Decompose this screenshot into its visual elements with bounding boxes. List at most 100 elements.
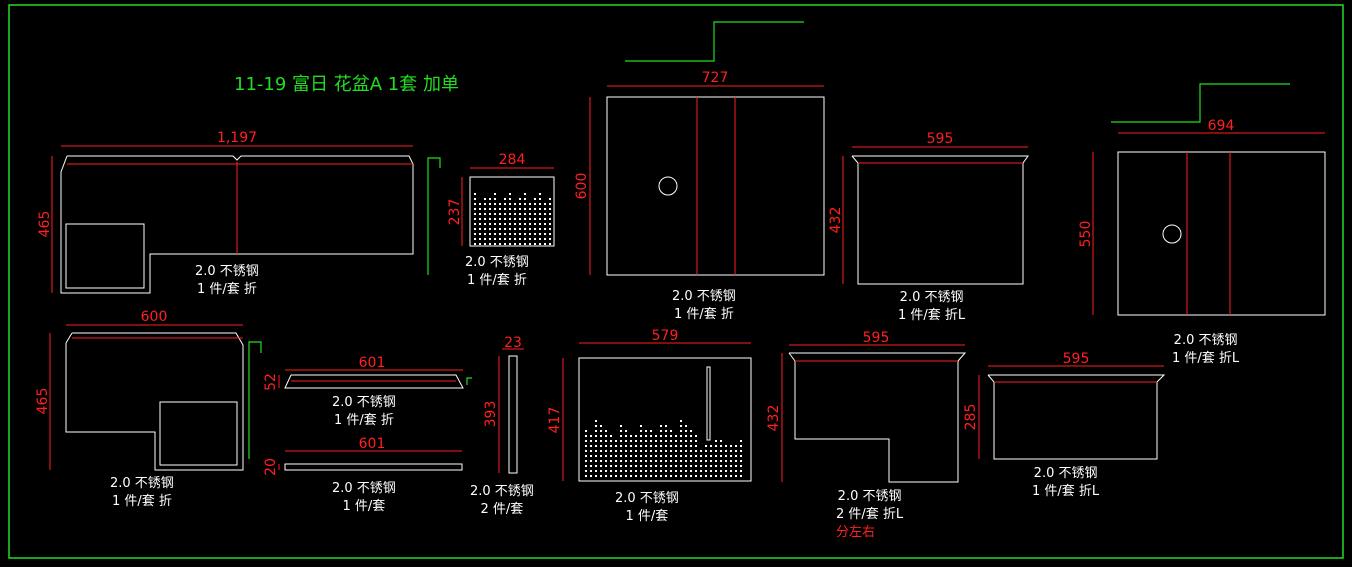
perforation-dot — [534, 218, 536, 220]
perforation-dot — [685, 445, 687, 447]
dim-width-p1: 1,197 — [217, 130, 257, 146]
section-profiles — [248, 21, 1290, 459]
perforation-dot — [665, 435, 667, 437]
perforation-dot — [730, 470, 732, 472]
dim-height-p7: 52 — [263, 373, 279, 391]
material-text: 2.0 不锈钢 — [1033, 466, 1098, 481]
drawing-title: 11-19 富日 花盆A 1套 加单 — [234, 74, 459, 95]
perforation-dot — [730, 450, 732, 452]
perforation-dot — [675, 455, 677, 457]
note-text: 分左右 — [836, 525, 876, 540]
perforation-dot — [725, 460, 727, 462]
perforation-dot — [489, 243, 491, 245]
perforation-dot — [585, 435, 587, 437]
perforation-dot — [650, 435, 652, 437]
perforation-dot — [534, 243, 536, 245]
perforation-dot — [489, 208, 491, 210]
perforation-dot — [514, 213, 516, 215]
perforation-dot — [685, 475, 687, 477]
perforation-dot — [660, 425, 662, 427]
perforation-dot — [549, 238, 551, 240]
perforation-dot — [549, 243, 551, 245]
perforation-dot — [605, 435, 607, 437]
perforation-dot — [675, 475, 677, 477]
perforation-dot — [680, 435, 682, 437]
perforation-dot — [484, 198, 486, 200]
perforation-dot — [740, 445, 742, 447]
perforation-dot — [479, 243, 481, 245]
perforation-dot — [720, 475, 722, 477]
perforation-dot — [600, 455, 602, 457]
perforation-dot — [620, 470, 622, 472]
dim-width-p8: 601 — [359, 436, 386, 452]
perforation-dot — [635, 475, 637, 477]
perforation-dot — [590, 475, 592, 477]
perforation-dot — [504, 213, 506, 215]
perforation-dot — [509, 198, 511, 200]
perforation-dot — [695, 435, 697, 437]
perforation-dot — [605, 445, 607, 447]
perforation-dot — [519, 208, 521, 210]
dim-height-p10: 417 — [547, 407, 563, 434]
perforation-dot — [595, 435, 597, 437]
perforation-dot — [730, 475, 732, 477]
perforation-dot — [499, 203, 501, 205]
qty-text: 1 件/套 折 — [673, 307, 734, 322]
perforation-dot — [655, 435, 657, 437]
perforation-dot — [635, 445, 637, 447]
perforation-dot — [600, 430, 602, 432]
perforation-dot — [665, 475, 667, 477]
perforation-dot — [610, 470, 612, 472]
perforation-dot — [610, 440, 612, 442]
perforation-dot — [690, 455, 692, 457]
perforation-dot — [660, 460, 662, 462]
perforation-dot — [524, 203, 526, 205]
perforation-dot — [524, 238, 526, 240]
perforation-dot — [499, 208, 501, 210]
perforation-dot — [585, 430, 587, 432]
perforation-dot — [585, 450, 587, 452]
perforation-dot — [650, 460, 652, 462]
material-text: 2.0 不锈钢 — [1173, 333, 1238, 348]
perforation-dot — [479, 213, 481, 215]
perforation-dot — [635, 435, 637, 437]
perforation-dot — [494, 238, 496, 240]
perforation-dot — [595, 420, 597, 422]
perforation-dot — [484, 203, 486, 205]
perforation-dot — [494, 213, 496, 215]
perforation-dot — [524, 228, 526, 230]
perforation-dot — [494, 218, 496, 220]
perforation-dot — [675, 470, 677, 472]
perforation-dot — [645, 470, 647, 472]
perforation-dot — [695, 470, 697, 472]
drawing-frame — [8, 4, 1344, 559]
perforation-dot — [539, 213, 541, 215]
perforation-dot — [705, 450, 707, 452]
dim-width-p10: 579 — [652, 328, 679, 344]
dim-width-p12: 595 — [1063, 351, 1090, 367]
perforation-dot — [600, 440, 602, 442]
perforation-dot — [625, 470, 627, 472]
perforation-dot — [524, 223, 526, 225]
perforation-dot — [479, 228, 481, 230]
perforation-dot — [474, 223, 476, 225]
perforation-dot — [590, 435, 592, 437]
perforation-dot — [695, 445, 697, 447]
perforation-dot — [479, 233, 481, 235]
perforation-dot — [529, 228, 531, 230]
perforation-dot — [534, 223, 536, 225]
perforation-dot — [544, 213, 546, 215]
perforation-dot — [730, 460, 732, 462]
perforation-dot — [590, 445, 592, 447]
perforation-dot — [710, 470, 712, 472]
dimension-lines — [49, 85, 1325, 482]
perforation-dot — [605, 460, 607, 462]
dim-width-p2: 284 — [499, 152, 526, 168]
perforation-dot — [720, 465, 722, 467]
perforation-dot — [640, 465, 642, 467]
perforation-dot — [655, 455, 657, 457]
perforation-dot — [665, 440, 667, 442]
perforation-dot — [700, 460, 702, 462]
